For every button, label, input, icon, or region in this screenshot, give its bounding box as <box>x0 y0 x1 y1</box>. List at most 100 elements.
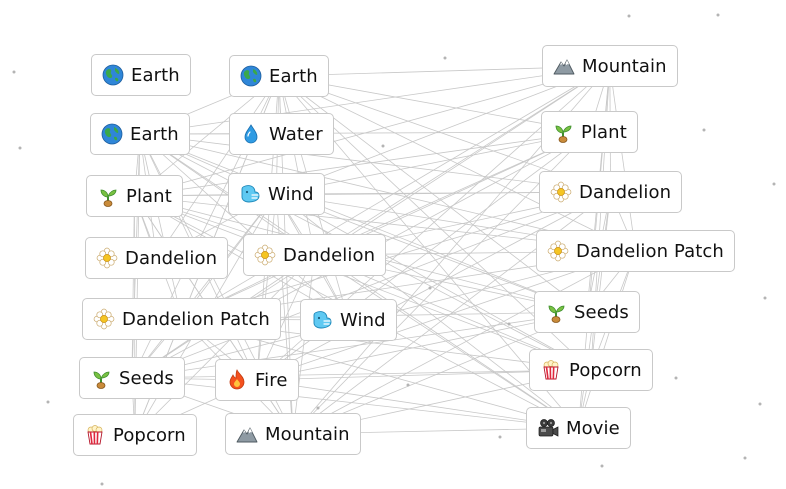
background-dot <box>600 464 604 468</box>
canvas-item-popcorn[interactable]: Popcorn <box>73 414 197 456</box>
item-label: Earth <box>269 65 318 87</box>
canvas-item-wind[interactable]: Wind <box>300 299 397 341</box>
canvas-item-movie[interactable]: Movie <box>526 407 631 449</box>
canvas-item-earth[interactable]: Earth <box>91 54 191 96</box>
connection-line <box>256 250 636 381</box>
item-label: Earth <box>131 64 180 86</box>
background-dot <box>316 406 320 410</box>
blossom-icon <box>547 240 569 262</box>
canvas-item-earth[interactable]: Earth <box>229 55 329 97</box>
background-dot <box>743 456 747 460</box>
movie-camera-icon <box>537 417 559 439</box>
background-dot <box>46 400 50 404</box>
connection-line <box>181 131 590 320</box>
canvas-item-dandelion-patch[interactable]: Dandelion Patch <box>536 230 735 272</box>
item-label: Dandelion <box>283 244 376 266</box>
canvas-item-popcorn[interactable]: Popcorn <box>529 349 653 391</box>
background-dot <box>702 128 706 132</box>
popcorn-icon <box>540 359 562 381</box>
item-label: Dandelion Patch <box>576 240 724 262</box>
item-label: Dandelion <box>579 181 672 203</box>
connection-line <box>134 65 610 197</box>
canvas-item-wind[interactable]: Wind <box>228 173 325 215</box>
connection-line <box>276 65 610 195</box>
connection-line <box>134 254 315 436</box>
mountain-icon <box>236 423 258 445</box>
background-dot <box>12 70 16 74</box>
connection-line <box>256 379 579 429</box>
blossom-icon <box>550 181 572 203</box>
canvas-item-seeds[interactable]: Seeds <box>79 357 185 399</box>
connection-line <box>131 191 611 379</box>
canvas-item-dandelion[interactable]: Dandelion <box>243 234 387 276</box>
background-dot <box>100 482 104 486</box>
background-dot <box>627 14 631 18</box>
canvas-item-seeds[interactable]: Seeds <box>534 291 640 333</box>
item-label: Mountain <box>265 423 350 445</box>
canvas-item-mountain[interactable]: Mountain <box>542 45 678 87</box>
canvas-item-water[interactable]: Water <box>229 113 334 155</box>
canvas-item-dandelion[interactable]: Dandelion <box>85 237 229 279</box>
canvas-item-mountain[interactable]: Mountain <box>225 413 361 455</box>
connection-line <box>256 191 611 381</box>
item-label: Wind <box>340 309 386 331</box>
item-label: Seeds <box>574 301 629 323</box>
canvas-item-plant[interactable]: Plant <box>86 175 183 217</box>
wind-icon <box>239 183 261 205</box>
earth-icon <box>101 123 123 145</box>
connection-line <box>139 133 579 429</box>
canvas-item-fire[interactable]: Fire <box>215 359 299 401</box>
background-dot <box>443 56 447 60</box>
background-dot <box>716 13 720 17</box>
blossom-icon <box>96 247 118 269</box>
wind-icon <box>311 309 333 331</box>
connection-line <box>256 311 588 381</box>
earth-icon <box>240 65 262 87</box>
connection-line <box>609 65 636 252</box>
item-label: Movie <box>566 417 620 439</box>
connection-line <box>181 191 611 320</box>
item-label: Seeds <box>119 367 174 389</box>
item-label: Mountain <box>582 55 667 77</box>
connection-line <box>134 195 592 371</box>
background-dot <box>507 322 511 326</box>
item-label: Earth <box>130 123 179 145</box>
connection-line <box>139 133 182 320</box>
item-label: Plant <box>126 185 172 207</box>
item-label: Dandelion Patch <box>122 308 270 330</box>
water-drop-icon <box>240 123 262 145</box>
background-dot <box>406 383 410 387</box>
item-label: Plant <box>581 121 627 143</box>
connection-line <box>590 191 611 371</box>
background-dot <box>381 144 385 148</box>
background-dot <box>758 402 762 406</box>
background-dot <box>772 182 776 186</box>
connection-line <box>314 65 611 256</box>
connection-line <box>131 195 135 379</box>
mountain-icon <box>553 55 575 77</box>
canvas-item-dandelion-patch[interactable]: Dandelion Patch <box>82 298 281 340</box>
connection-line <box>278 75 590 133</box>
popcorn-icon <box>84 424 106 446</box>
item-label: Popcorn <box>113 424 186 446</box>
connection-line <box>131 193 277 379</box>
canvas-item-earth[interactable]: Earth <box>90 113 190 155</box>
earth-icon <box>102 64 124 86</box>
connection-line <box>314 254 579 429</box>
canvas-item-plant[interactable]: Plant <box>541 111 638 153</box>
background-dot <box>498 435 502 439</box>
canvas-item-dandelion[interactable]: Dandelion <box>539 171 683 213</box>
connection-line <box>131 369 591 379</box>
connection-line <box>578 250 636 429</box>
connection-line <box>131 377 579 429</box>
fire-icon <box>226 369 248 391</box>
connection-line <box>292 250 636 435</box>
seedling-icon <box>545 301 567 323</box>
connection-line <box>278 75 315 256</box>
seedling-icon <box>552 121 574 143</box>
blossom-icon <box>254 244 276 266</box>
connection-line <box>276 193 592 371</box>
background-dot <box>763 296 767 300</box>
item-label: Fire <box>255 369 288 391</box>
